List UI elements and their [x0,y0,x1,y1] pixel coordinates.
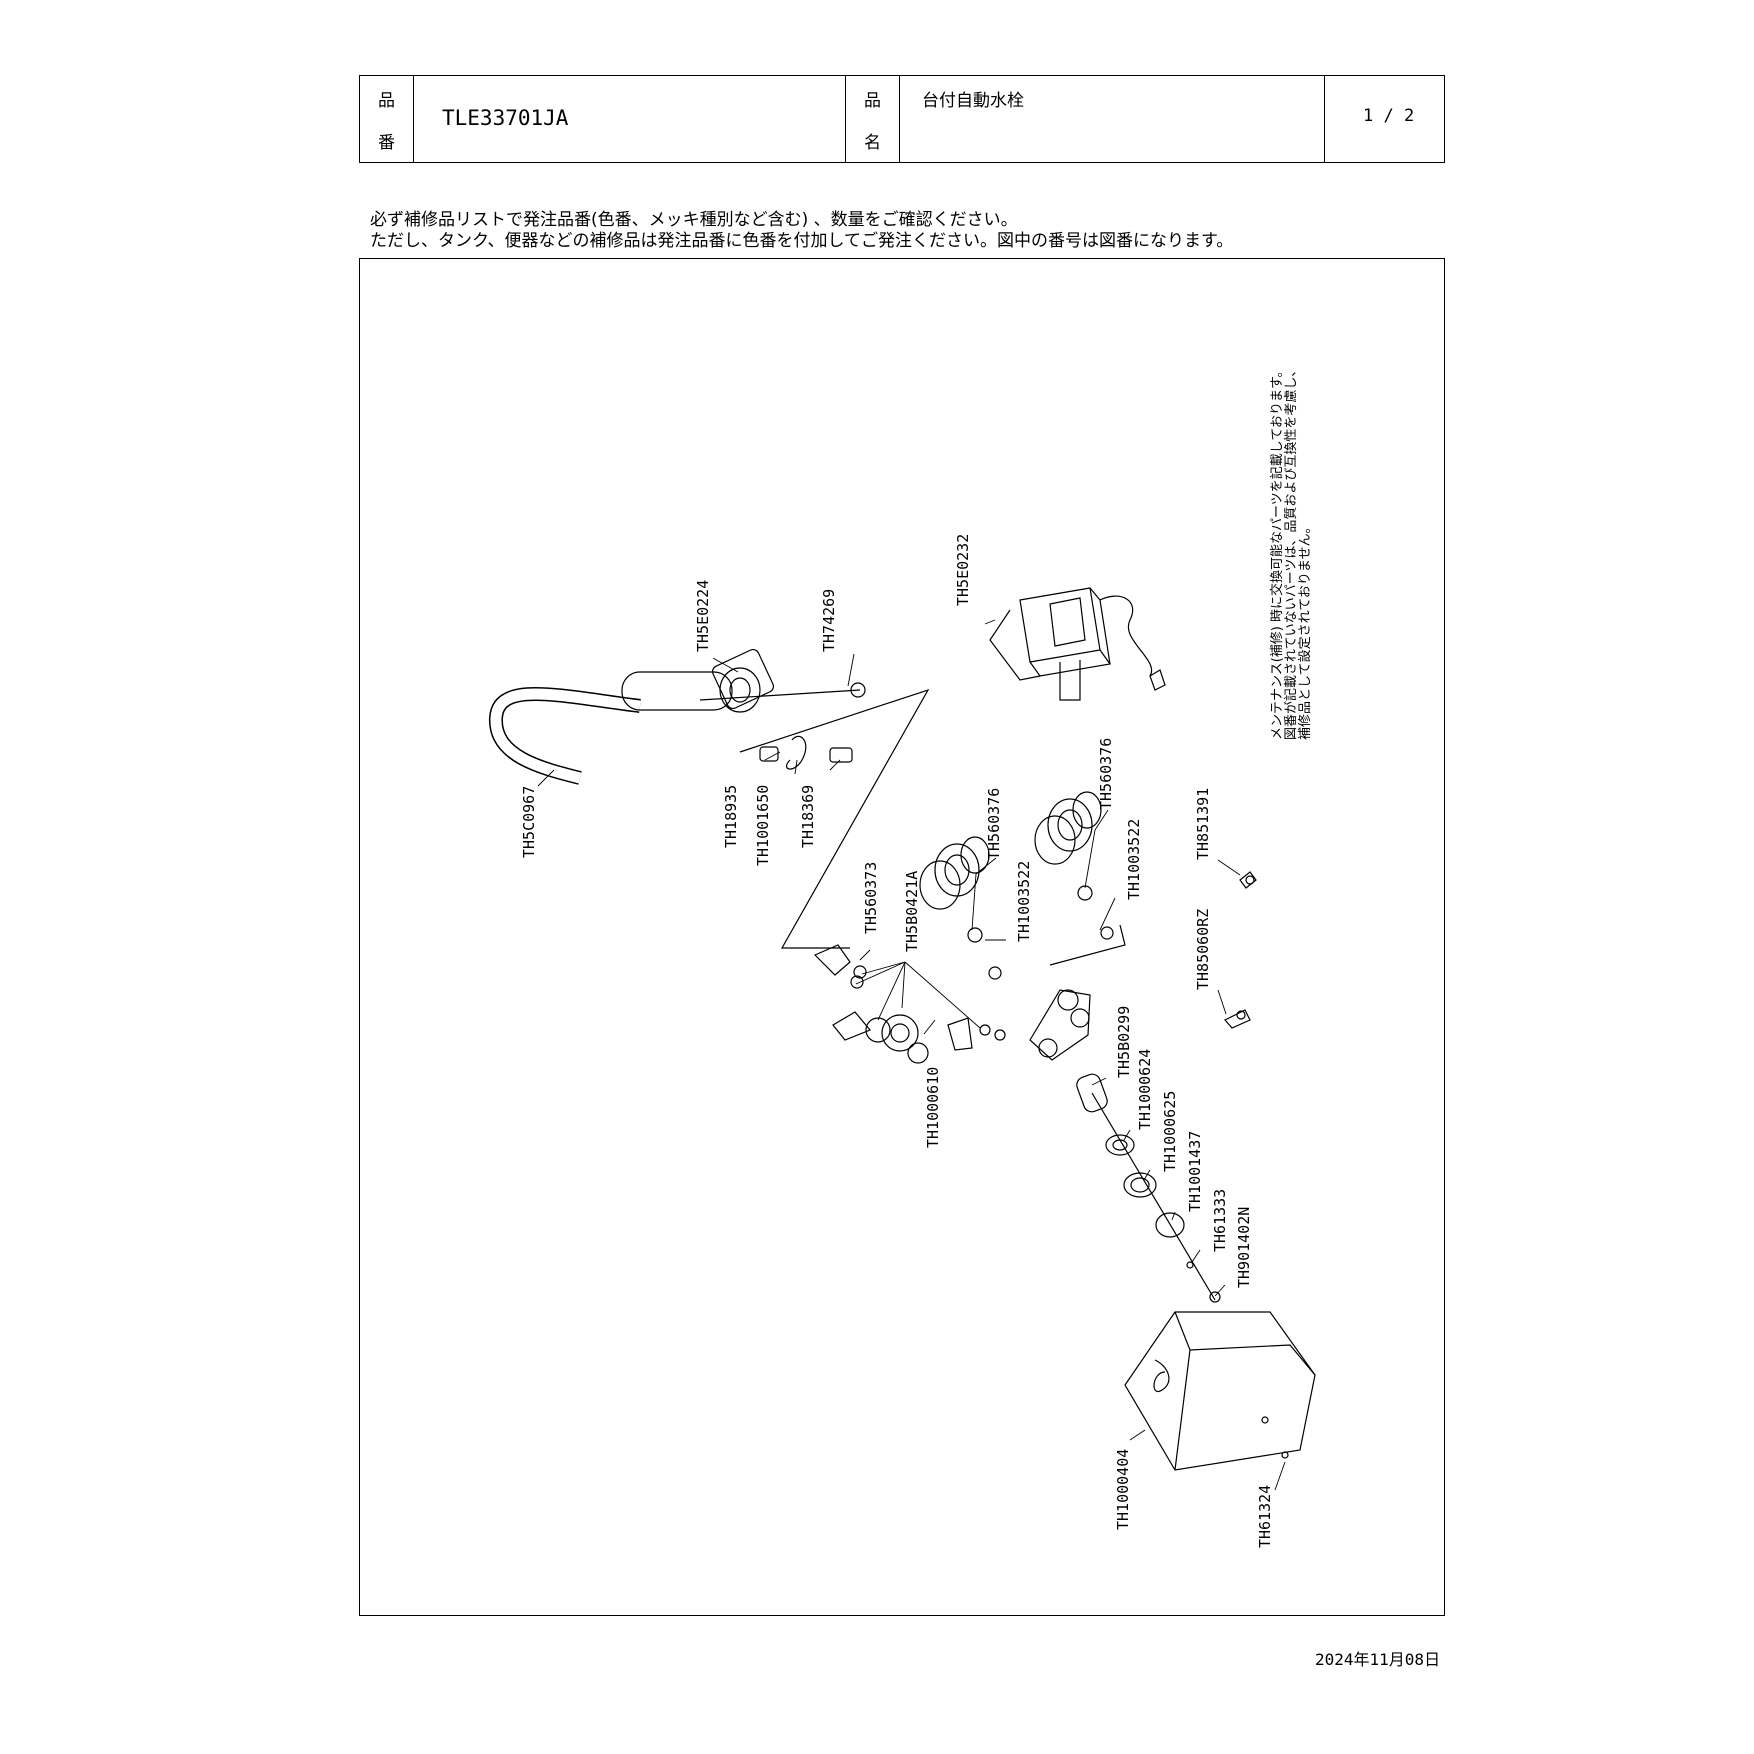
label-th18935: TH18935 [722,785,740,848]
small-keys [1224,871,1257,1029]
maintenance-note-line-3: 補修品として設定されておりません。 [1297,521,1313,740]
label-th5e0224: TH5E0224 [694,580,712,652]
label-th1000610: TH1000610 [924,1067,942,1148]
leader-lines [537,619,1286,1491]
valve-upper-right [1034,791,1126,966]
valve-body-cluster [813,944,1091,1064]
label-th1001437: TH1001437 [1186,1131,1204,1212]
label-th560373: TH560373 [862,862,880,934]
product-name-cell: 台付自動水栓 [900,76,1325,162]
label-th901402n: TH901402N [1235,1207,1253,1288]
order-notice: 必ず補修品リストで発注品番(色番、メッキ種別など含む) 、数量をご確認ください。… [370,210,1233,252]
valve-upper-left [919,836,1002,980]
notice-line-2: ただし、タンク、便器などの補修品は発注品番に色番を付加してご発注ください。図中の… [370,231,1234,251]
label-th851391: TH851391 [1194,788,1212,860]
label-th1000625: TH1000625 [1161,1091,1179,1172]
spout-drawing [489,648,866,785]
hinmei-label-1: 品 [864,91,881,111]
label-th85060rz: TH85060RZ [1194,909,1212,990]
label-th5b0421a: TH5B0421A [903,871,921,952]
page-cell: 1 / 2 [1325,76,1445,162]
label-th1000624: TH1000624 [1136,1049,1154,1130]
label-th560376-left: TH560376 [985,788,1003,860]
label-th61324: TH61324 [1256,1485,1274,1548]
label-th1001650: TH1001650 [754,785,772,866]
notice-line-1: 必ず補修品リストで発注品番(色番、メッキ種別など含む) 、数量をご確認ください。 [370,210,1018,230]
hinban-label-1: 品 [378,91,395,111]
hinmei-label-cell: 品 名 [846,76,900,162]
base-block-drawing [1124,1311,1316,1471]
maintenance-note: メンテナンス(補修) 時に交換可能なパーツを記載しております。 図番が記載されて… [1269,364,1313,740]
hinmei-label-2: 名 [864,133,881,153]
label-th5e0232: TH5E0232 [954,534,972,606]
part-labels: TH5C0967 TH5E0224 TH74269 TH18935 TH1001… [520,534,1274,1548]
page-number: 1 / 2 [1363,106,1415,126]
part-number-cell: TLE33701JA [414,76,846,162]
hinban-label-2: 番 [378,133,395,153]
label-th74269: TH74269 [820,589,838,652]
part-number: TLE33701JA [442,106,569,130]
small-parts-group [739,688,930,949]
label-th1003522-left: TH1003522 [1015,861,1033,942]
product-name: 台付自動水栓 [922,91,1024,111]
lower-column-parts [1076,1073,1221,1303]
hinban-label-cell: 品 番 [360,76,414,162]
maintenance-note-line-1: メンテナンス(補修) 時に交換可能なパーツを記載しております。 [1269,364,1285,740]
label-th5b0299: TH5B0299 [1115,1006,1133,1078]
label-th1000404: TH1000404 [1114,1449,1132,1530]
label-th1003522-right: TH1003522 [1125,819,1143,900]
issue-date: 2024年11月08日 [1315,1650,1441,1669]
label-th5c0967: TH5C0967 [520,786,538,858]
label-th18369: TH18369 [799,785,817,848]
label-th560376-right: TH560376 [1097,738,1115,810]
label-th61333: TH61333 [1211,1189,1229,1252]
control-box-drawing [989,587,1166,701]
header-table: 品 番 TLE33701JA 品 名 台付自動水栓 1 / 2 [359,75,1445,163]
diagram-frame [359,258,1445,1616]
maintenance-note-line-2: 図番が記載されていないパーツは、品質および互換性を考慮し、 [1283,364,1299,740]
